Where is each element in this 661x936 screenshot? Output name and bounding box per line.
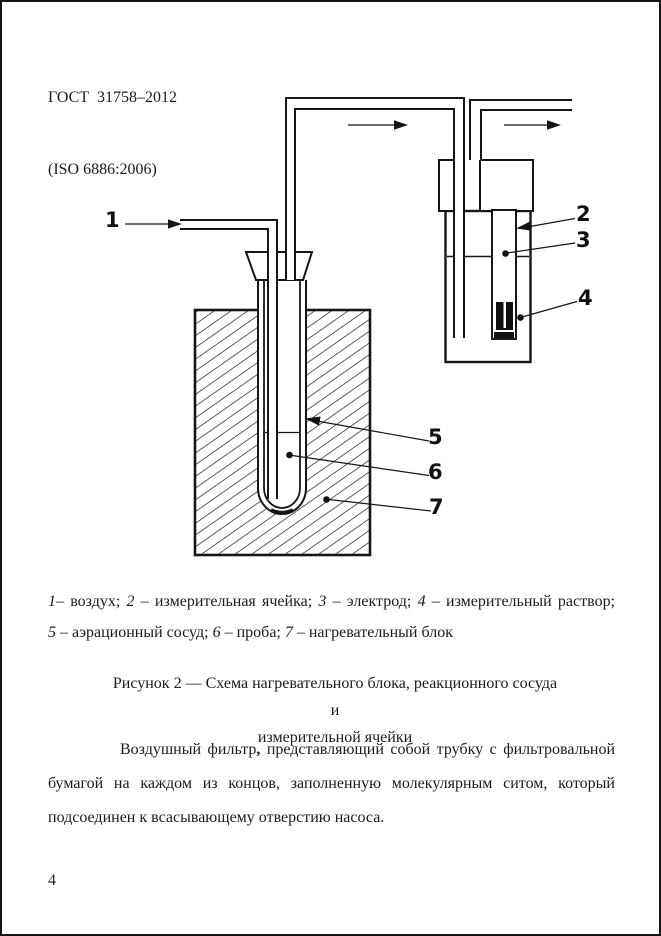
legend-text: – воздух; <box>56 593 121 610</box>
air-inlet-tube <box>180 219 278 499</box>
callout-1: 1 <box>105 208 120 232</box>
flow-arrow-left <box>348 120 408 130</box>
flow-arrow-right <box>504 120 561 130</box>
legend-text: – измерительный раствор; <box>425 593 616 610</box>
caption-line-1: Рисунок 2 — Схема нагревательного блока,… <box>112 675 558 719</box>
flow-arrows <box>125 120 561 229</box>
legend-line-1: 1– воздух; 2 – измерительная ячейка; 3 –… <box>48 586 615 617</box>
figure-caption: Рисунок 2 — Схема нагревательного блока,… <box>110 670 560 751</box>
callout-4: 4 <box>578 286 593 310</box>
legend-num: 7 <box>284 624 293 641</box>
paragraph-bold-comma: , <box>256 741 261 758</box>
transfer-tube <box>285 97 465 338</box>
leader-2 <box>516 217 576 231</box>
leader-3 <box>502 242 576 257</box>
legend-num: 3 <box>318 593 327 610</box>
legend-text: – проба; <box>220 624 281 641</box>
leader-lines <box>286 217 578 512</box>
paragraph-rest: представляющий собой трубку с фильтровал… <box>48 741 615 826</box>
paragraph-lead: Воздушный фильтр <box>120 741 257 758</box>
figure-legend: 1– воздух; 2 – измерительная ячейка; 3 –… <box>48 586 615 648</box>
electrode-base <box>494 332 514 338</box>
body-paragraph: Воздушный фильтр, представляющий собой т… <box>48 733 615 835</box>
callout-7: 7 <box>429 495 444 519</box>
leader-4 <box>517 300 578 321</box>
legend-line-2: 5 – аэрационный сосуд; 6 – проба; 7 – на… <box>48 617 615 648</box>
page-number: 4 <box>48 872 56 889</box>
callout-5: 5 <box>428 425 443 449</box>
legend-num: 6 <box>212 624 221 641</box>
legend-text: – нагревательный блок <box>292 624 453 641</box>
aeration-vessel <box>257 280 307 515</box>
air-in-arrow <box>125 219 182 229</box>
legend-text: – аэрационный сосуд; <box>56 624 209 641</box>
standard-number: ГОСТ 31758–2012 <box>48 89 178 106</box>
doc-header: ГОСТ 31758–2012 (ISO 6886:2006) <box>48 38 177 230</box>
leader-7 <box>323 496 432 512</box>
tube-bottom-mark <box>270 508 294 515</box>
caption-line-2: измерительной ячейки <box>257 729 413 746</box>
iso-reference: (ISO 6886:2006) <box>48 161 157 178</box>
outlet-tube <box>469 99 572 160</box>
legend-text: – измерительная ячейка; <box>134 593 313 610</box>
stopper <box>244 251 314 281</box>
leader-6 <box>286 451 430 477</box>
legend-num: 2 <box>126 593 135 610</box>
legend-num: 5 <box>48 624 56 641</box>
cell-cap-right <box>479 159 534 212</box>
legend-num: 4 <box>417 593 426 610</box>
callout-6: 6 <box>428 460 443 484</box>
legend-text: – электрод; <box>326 593 412 610</box>
callout-3: 3 <box>576 228 591 252</box>
electrode-slit <box>503 302 506 328</box>
leader-5 <box>305 416 430 442</box>
legend-num: 1 <box>48 593 56 610</box>
callout-2: 2 <box>576 202 591 226</box>
